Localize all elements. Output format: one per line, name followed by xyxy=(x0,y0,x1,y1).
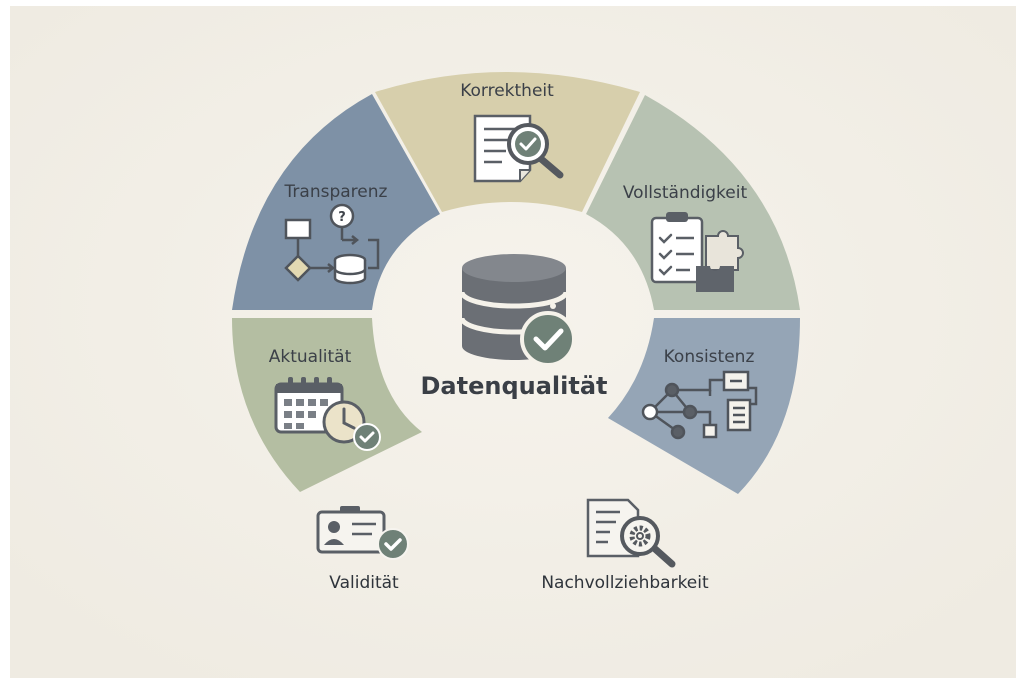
id-card-check-icon xyxy=(316,506,409,560)
center-title: Datenqualität xyxy=(420,372,607,400)
network-diagram-icon xyxy=(641,370,758,440)
segment-label-konsistenz: Konsistenz xyxy=(664,347,755,367)
segment-label-transparenz: Transparenz xyxy=(284,182,388,202)
segment-vollstaendigkeit xyxy=(586,95,800,310)
clipboard-puzzle-icon xyxy=(650,212,744,292)
outer-label-nachvollziehbarkeit: Nachvollziehbarkeit xyxy=(541,573,709,593)
segment-label-aktualitaet: Aktualität xyxy=(269,347,352,367)
document-gear-magnifier-icon xyxy=(586,498,676,568)
flowchart-question-icon xyxy=(284,203,380,285)
calendar-clock-check-icon xyxy=(274,377,381,451)
database-check-icon xyxy=(459,254,576,367)
outer-label-validitaet: Validität xyxy=(329,573,399,593)
question-mark-glyph: ? xyxy=(338,210,346,225)
segment-label-vollstaendigkeit: Vollständigkeit xyxy=(623,183,748,203)
segment-transparenz xyxy=(232,94,440,310)
segment-konsistenz xyxy=(608,318,800,494)
document-magnifier-check-icon xyxy=(473,114,564,183)
segment-label-korrektheit: Korrektheit xyxy=(460,81,554,101)
